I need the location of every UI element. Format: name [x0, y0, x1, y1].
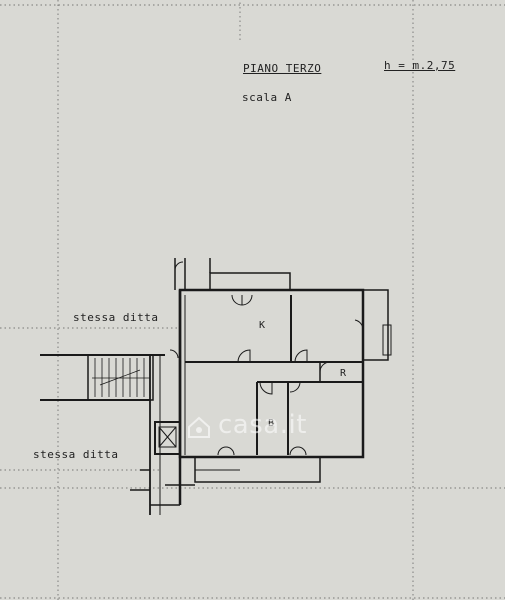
room-label-bathroom: B — [268, 418, 275, 429]
room-label-storage: R — [340, 368, 347, 379]
neighbor-label-south: stessa ditta — [33, 448, 119, 461]
ceiling-height-label: h = m.2,75 — [384, 59, 456, 72]
neighbor-label-north: stessa ditta — [73, 311, 159, 324]
apartment-walls — [174, 258, 392, 505]
door-swings — [169, 261, 364, 456]
elevator-shaft — [154, 421, 181, 455]
stairwell — [40, 354, 180, 515]
stair-label: scala A — [242, 91, 292, 104]
house-icon — [188, 416, 210, 438]
watermark-text: casa.it — [218, 410, 307, 440]
floor-title: PIANO TERZO — [243, 62, 322, 75]
room-label-kitchen: K — [259, 320, 266, 331]
landing-lines — [130, 469, 195, 491]
